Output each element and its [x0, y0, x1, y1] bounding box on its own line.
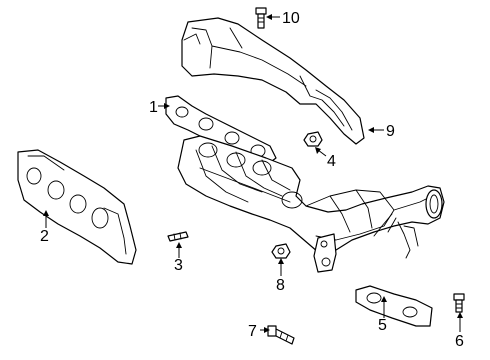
callout-1: 1 [149, 99, 158, 116]
callout-leaders [43, 14, 463, 333]
bolt-icon [453, 293, 465, 313]
flange-gasket-icon [355, 285, 433, 327]
callout-4: 4 [327, 153, 336, 170]
heat-shield-gasket-icon [17, 149, 137, 265]
callout-9: 9 [386, 123, 395, 140]
stud-icon [267, 325, 295, 345]
bolt-icon [255, 7, 267, 29]
nut-icon [303, 131, 323, 147]
exhaust-manifold-icon [177, 135, 445, 273]
callout-3: 3 [174, 257, 183, 274]
callout-7: 7 [248, 323, 257, 340]
nut-icon [271, 243, 291, 259]
callout-5: 5 [378, 317, 387, 334]
manifold-gasket-icon [165, 95, 277, 165]
callout-10: 10 [282, 10, 300, 27]
callout-8: 8 [276, 277, 285, 294]
stud-icon [167, 231, 189, 242]
upper-heat-shield-icon [181, 17, 365, 145]
callout-6: 6 [455, 333, 464, 350]
callout-2: 2 [40, 228, 49, 245]
